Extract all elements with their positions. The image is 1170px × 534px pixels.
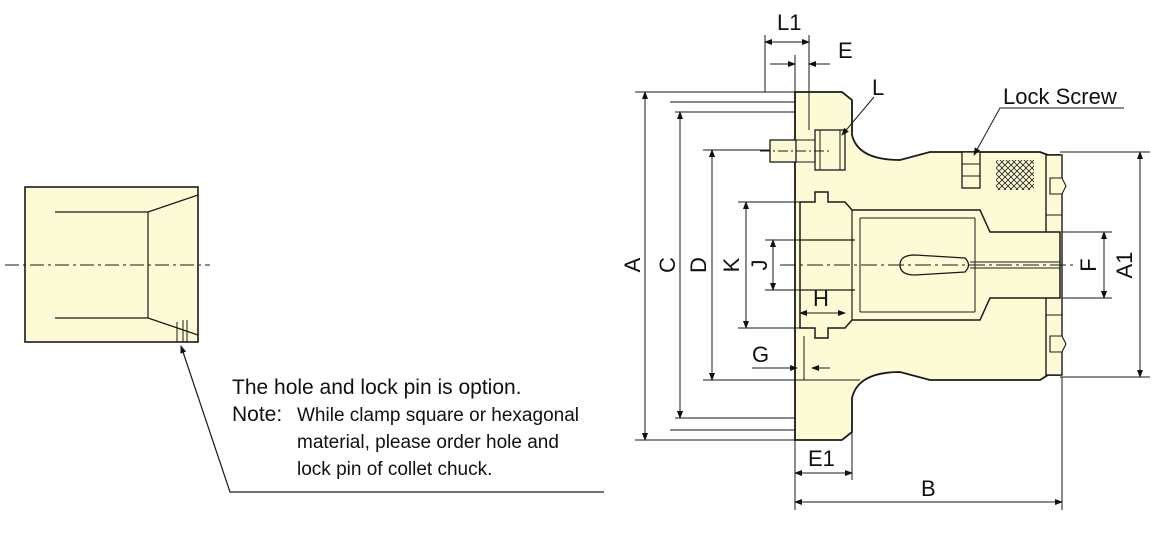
collet-chuck-section (760, 91, 1075, 441)
label-F: F (1076, 258, 1101, 271)
knurl-pattern (996, 160, 1034, 190)
label-A: A (620, 257, 645, 272)
label-E1: E1 (808, 446, 835, 471)
label-H: H (813, 286, 829, 311)
note-line-4: lock pin of collet chuck. (297, 459, 492, 480)
note-line-3: material, please order hole and (297, 432, 559, 453)
label-D: D (686, 257, 711, 273)
note-line-1: The hole and lock pin is option. (232, 376, 522, 399)
label-K: K (719, 257, 744, 272)
label-B: B (921, 476, 936, 501)
label-lock-screw: Lock Screw (1003, 84, 1117, 109)
label-A1: A1 (1112, 252, 1137, 279)
collet-slot (899, 254, 970, 276)
note-prefix: Note: (232, 403, 282, 426)
label-C: C (655, 257, 680, 273)
lock-screw (961, 151, 981, 189)
label-E: E (838, 38, 853, 63)
label-J: J (747, 260, 772, 271)
label-L1: L1 (777, 10, 801, 35)
collet-detail-view (5, 186, 604, 493)
label-L: L (872, 75, 884, 100)
note-leader (180, 345, 604, 493)
dimension-lines (635, 35, 1150, 510)
label-G: G (752, 342, 769, 367)
note-line-2: While clamp square or hexagonal (297, 405, 579, 426)
